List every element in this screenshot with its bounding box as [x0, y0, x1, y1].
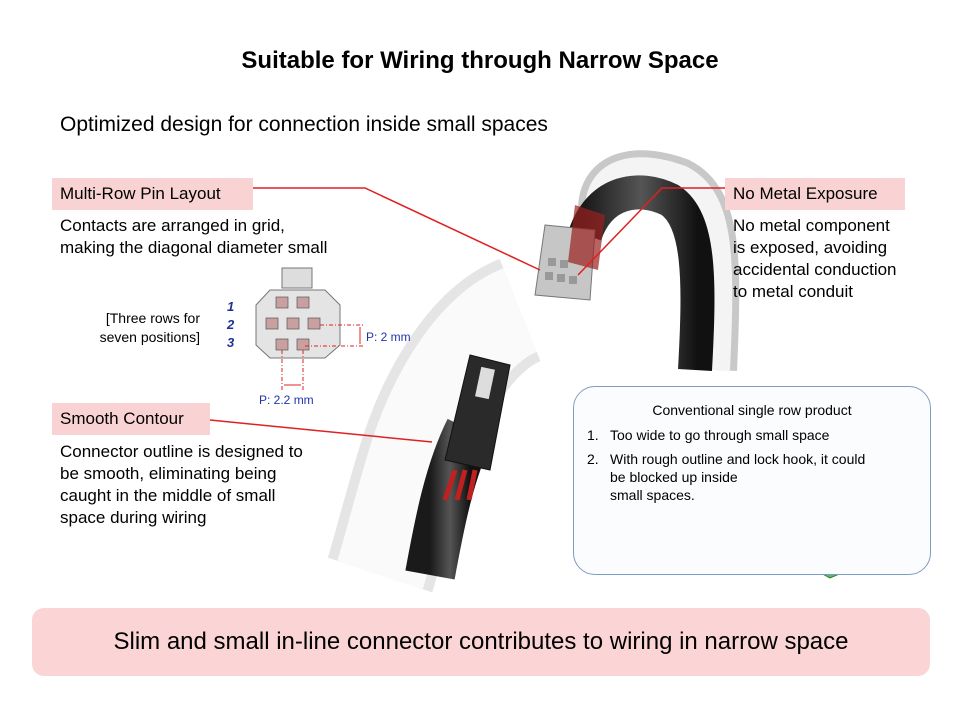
callout-line-multi-row — [253, 187, 541, 271]
box-heading: Conventional single row product — [652, 402, 852, 418]
text-line: be blocked up inside — [610, 469, 738, 485]
multi-row-description: Contacts are arranged in grid, making th… — [60, 215, 327, 259]
text-line: accidental conduction — [733, 260, 897, 279]
slide-subtitle: Optimized design for connection inside s… — [60, 113, 548, 136]
text-line: space during wiring — [60, 508, 207, 527]
pin-layout-diagram — [255, 267, 365, 390]
tag-multi-row-pin-layout: Multi-Row Pin Layout — [52, 178, 253, 210]
conventional-product-box: Conventional single row product 1. Too w… — [573, 386, 931, 575]
text-line: small spaces. — [610, 487, 695, 503]
gray-connector — [534, 205, 605, 301]
text-line: to metal conduit — [733, 282, 854, 301]
row-numbers: 1 2 3 — [227, 298, 234, 352]
item-text: Too wide to go through small space — [610, 427, 830, 443]
pin-note: [Three rows for seven positions] — [70, 309, 200, 347]
slide-title: Suitable for Wiring through Narrow Space — [241, 47, 719, 74]
item-number: 2. — [587, 451, 599, 467]
no-metal-description: No metal component is exposed, avoiding … — [733, 215, 897, 303]
text-line: [Three rows for — [105, 310, 200, 326]
row-number: 2 — [227, 317, 235, 332]
pitch-vertical: P: 2 mm — [366, 330, 411, 344]
pitch-horizontal: P: 2.2 mm — [259, 393, 314, 407]
text-line: caught in the middle of small — [60, 486, 276, 505]
tag-smooth-contour: Smooth Contour — [52, 403, 210, 435]
smooth-description: Connector outline is designed to be smoo… — [60, 441, 303, 529]
summary-banner: Slim and small in-line connector contrib… — [32, 608, 930, 676]
row-number: 3 — [227, 335, 235, 350]
text-line: seven positions] — [99, 329, 200, 345]
box-item-2: 2. With rough outline and lock hook, it … — [587, 450, 865, 504]
item-number: 1. — [587, 427, 599, 443]
text-line: making the diagonal diameter small — [60, 238, 328, 257]
callout-line-no-metal — [577, 187, 725, 276]
text-line: No metal component — [733, 216, 890, 235]
black-connector — [444, 354, 511, 471]
text-line: With rough outline and lock hook, it cou… — [610, 451, 866, 467]
text-line: Connector outline is designed to — [60, 442, 303, 461]
tag-no-metal-exposure: No Metal Exposure — [725, 178, 905, 210]
cable-upper — [568, 175, 715, 371]
text-line: Contacts are arranged in grid, — [60, 216, 285, 235]
callout-line-smooth — [209, 419, 433, 443]
text-line: is exposed, avoiding — [733, 238, 888, 257]
box-item-1: 1. Too wide to go through small space — [587, 427, 829, 443]
row-number: 1 — [227, 299, 235, 314]
text-line: be smooth, eliminating being — [60, 464, 277, 483]
